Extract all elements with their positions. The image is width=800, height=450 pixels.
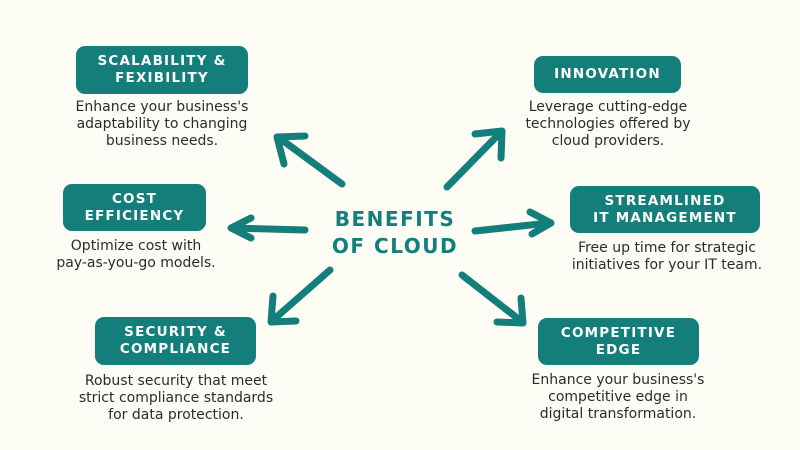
competitive-title-line2: EDGE	[595, 341, 642, 358]
arrow-to-streamlined	[471, 208, 555, 238]
scalability-desc-line1: Enhance your business's	[75, 99, 249, 115]
security-compliance-badge[interactable]: SECURITY & COMPLIANCE	[95, 317, 256, 365]
innovation-desc-line3: cloud providers.	[551, 133, 665, 149]
streamlined-desc-line2: initiatives for your IT team.	[571, 257, 763, 273]
security-desc-line3: for data protection.	[108, 407, 244, 423]
center-title: BENEFITS OF CLOUD	[300, 206, 490, 260]
security-title-line2: COMPLIANCE	[119, 341, 232, 357]
arrow-to-competitive-edge	[458, 271, 527, 327]
scalability-badge[interactable]: SCALABILITY & FEXIBILITY	[76, 46, 248, 94]
cost-title-line2: EFFICIENCY	[84, 207, 185, 224]
streamlined-desc-line1: Free up time for strategic	[578, 240, 756, 256]
competitive-edge-badge[interactable]: COMPETITIVE EDGE	[538, 318, 699, 365]
arrow-to-cost-efficiency	[227, 214, 309, 242]
innovation-description: Leverage cutting-edge technologies offer…	[500, 99, 716, 150]
arrow-to-innovation	[443, 127, 506, 191]
cost-efficiency-description: Optimize cost with pay-as-you-go models.	[38, 238, 234, 272]
center-title-line2: OF CLOUD	[331, 234, 459, 258]
security-desc-line1: Robust security that meet	[84, 373, 268, 389]
competitive-desc-line1: Enhance your business's	[531, 372, 705, 388]
cost-desc-line2: pay-as-you-go models.	[56, 255, 216, 271]
innovation-title-line1: INNOVATION	[554, 66, 661, 82]
scalability-title-line2: FEXIBILITY	[115, 70, 209, 86]
center-title-line1: BENEFITS	[334, 207, 456, 231]
cost-desc-line1: Optimize cost with	[70, 238, 202, 254]
scalability-desc-line3: business needs.	[105, 133, 219, 149]
innovation-desc-line1: Leverage cutting-edge	[528, 99, 688, 115]
scalability-description: Enhance your business's adaptability to …	[52, 99, 272, 150]
cost-title-line1: COST	[111, 190, 158, 207]
streamlined-title-line1: STREAMLINED	[604, 192, 726, 209]
scalability-desc-line2: adaptability to changing	[76, 116, 248, 132]
security-compliance-description: Robust security that meet strict complia…	[58, 373, 294, 424]
innovation-desc-line2: technologies offered by	[525, 116, 691, 132]
security-desc-line2: strict compliance standards	[78, 390, 274, 406]
competitive-desc-line2: competitive edge in	[548, 389, 688, 405]
arrow-to-scalability	[273, 132, 346, 188]
competitive-desc-line3: digital transformation.	[539, 406, 697, 422]
innovation-badge[interactable]: INNOVATION	[534, 56, 681, 93]
competitive-edge-description: Enhance your business's competitive edge…	[508, 372, 728, 423]
streamlined-it-description: Free up time for strategic initiatives f…	[552, 240, 782, 274]
streamlined-title-line2: IT MANAGEMENT	[593, 209, 737, 226]
cost-efficiency-badge[interactable]: COST EFFICIENCY	[63, 184, 206, 231]
arrow-to-security	[267, 266, 334, 326]
competitive-title-line1: COMPETITIVE	[560, 324, 677, 341]
scalability-title-line1: SCALABILITY &	[97, 53, 227, 69]
streamlined-it-badge[interactable]: STREAMLINED IT MANAGEMENT	[570, 186, 760, 233]
security-title-line1: SECURITY &	[124, 324, 227, 340]
